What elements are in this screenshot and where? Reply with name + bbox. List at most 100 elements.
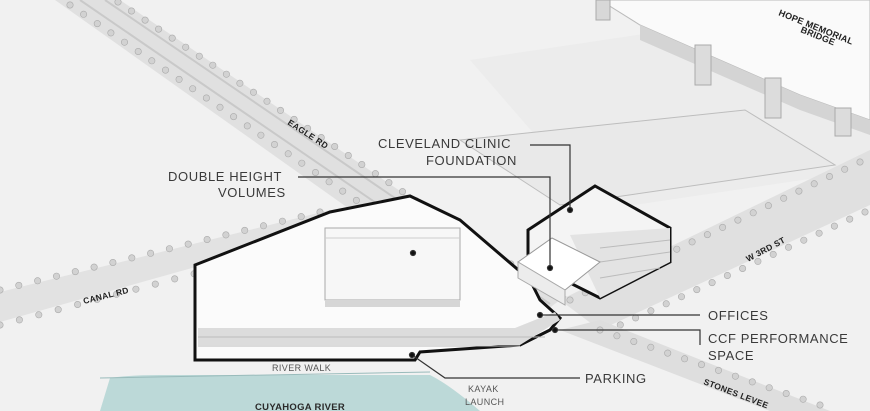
tree-symbol bbox=[352, 196, 360, 204]
tree-symbol bbox=[52, 272, 60, 280]
tree-symbol bbox=[278, 217, 286, 225]
tree-symbol bbox=[222, 231, 230, 239]
tree-symbol bbox=[647, 343, 655, 351]
double-height-volume-base bbox=[325, 300, 460, 307]
tree-symbol bbox=[616, 321, 624, 329]
tree-symbol bbox=[128, 7, 136, 15]
tree-symbol bbox=[184, 240, 192, 248]
tree-symbol bbox=[270, 141, 278, 149]
tree-symbol bbox=[780, 194, 788, 202]
tree-symbol bbox=[175, 75, 183, 83]
tree-symbol bbox=[734, 216, 742, 224]
tree-symbol bbox=[71, 268, 79, 276]
leader-double-height bbox=[298, 176, 551, 268]
tree-symbol bbox=[385, 179, 393, 187]
tree-symbol bbox=[263, 97, 271, 105]
leader-dot bbox=[536, 311, 544, 319]
tree-symbol bbox=[132, 285, 140, 293]
tree-symbol bbox=[816, 401, 824, 409]
tree-symbol bbox=[311, 169, 319, 177]
tree-symbol bbox=[856, 158, 864, 166]
tree-symbol bbox=[54, 306, 62, 314]
tree-symbol bbox=[80, 10, 88, 18]
tree-symbol bbox=[317, 134, 325, 142]
tree-symbol bbox=[748, 378, 756, 386]
leader-ccf-space bbox=[555, 329, 701, 345]
tree-symbol bbox=[34, 277, 42, 285]
tree-symbol bbox=[731, 372, 739, 380]
tree-symbol bbox=[331, 143, 339, 151]
label-kayak-line1: KAYAK bbox=[468, 384, 499, 394]
tree-symbol bbox=[749, 209, 757, 217]
tree-symbol bbox=[230, 113, 238, 121]
label-ccf-performance-line1: CCF PERFORMANCE bbox=[708, 331, 848, 346]
tree-symbol bbox=[304, 124, 312, 132]
tree-symbol bbox=[398, 188, 406, 196]
tree-symbol bbox=[257, 131, 265, 139]
tree-symbol bbox=[632, 314, 640, 322]
label-kayak-line2: LAUNCH bbox=[465, 397, 504, 407]
tree-symbol bbox=[795, 187, 803, 195]
canal-road bbox=[0, 210, 345, 322]
tree-symbol bbox=[810, 180, 818, 188]
tree-symbol bbox=[155, 25, 163, 33]
tree-symbol bbox=[647, 307, 655, 315]
floor-line bbox=[599, 267, 661, 279]
tree-symbol bbox=[325, 178, 333, 186]
tree-symbol bbox=[243, 122, 251, 130]
cuyahoga-river bbox=[100, 375, 480, 411]
leader-dot bbox=[566, 206, 574, 214]
tree-symbol bbox=[236, 79, 244, 87]
tree-symbol bbox=[697, 361, 705, 369]
label-double-height-line1: DOUBLE HEIGHT bbox=[168, 169, 282, 184]
tree-symbol bbox=[693, 286, 701, 294]
leader-dot bbox=[546, 264, 554, 272]
tree-symbol bbox=[764, 202, 772, 210]
tree-symbol bbox=[613, 332, 621, 340]
leader-dot bbox=[551, 326, 559, 334]
tree-symbol bbox=[719, 223, 727, 231]
tree-symbol bbox=[151, 280, 159, 288]
tree-symbol bbox=[708, 279, 716, 287]
tree-symbol bbox=[168, 34, 176, 42]
tree-symbol bbox=[358, 161, 366, 169]
label-offices: OFFICES bbox=[708, 308, 769, 323]
label-ccf-line2: FOUNDATION bbox=[426, 153, 517, 168]
tree-symbol bbox=[714, 366, 722, 374]
tree-symbol bbox=[15, 316, 23, 324]
tree-symbol bbox=[222, 70, 230, 78]
tree-symbol bbox=[765, 384, 773, 392]
tree-symbol bbox=[114, 0, 122, 6]
label-cuyahoga-river: CUYAHOGA RIVER bbox=[255, 402, 345, 411]
tree-symbol bbox=[662, 300, 670, 308]
tree-symbol bbox=[846, 215, 854, 223]
tree-symbol bbox=[861, 208, 869, 216]
label-parking: PARKING bbox=[585, 371, 647, 386]
label-ccf-line1: CLEVELAND CLINIC bbox=[378, 136, 511, 151]
leader-parking bbox=[411, 354, 580, 379]
tree-symbol bbox=[298, 159, 306, 167]
tree-symbol bbox=[739, 264, 747, 272]
tree-symbol bbox=[0, 286, 4, 294]
river-edge bbox=[99, 371, 431, 379]
tree-symbol bbox=[93, 20, 101, 28]
bridge-pier bbox=[694, 44, 712, 86]
stones-levee-road bbox=[560, 320, 830, 411]
tree-symbol bbox=[681, 355, 689, 363]
tree-symbol bbox=[128, 254, 136, 262]
tree-symbol bbox=[134, 47, 142, 55]
tree-symbol bbox=[121, 38, 129, 46]
tree-symbol bbox=[841, 165, 849, 173]
double-height-volume bbox=[324, 227, 461, 301]
tree-symbol bbox=[688, 238, 696, 246]
tree-symbol bbox=[202, 94, 210, 102]
tree-symbol bbox=[203, 236, 211, 244]
tree-symbol bbox=[723, 271, 731, 279]
tree-symbol bbox=[339, 187, 347, 195]
tree-symbol bbox=[250, 88, 258, 96]
leader-ccf bbox=[530, 144, 571, 210]
label-ccf-performance-line2: SPACE bbox=[708, 348, 754, 363]
tree-symbol bbox=[182, 43, 190, 51]
leader-dot bbox=[408, 351, 416, 359]
